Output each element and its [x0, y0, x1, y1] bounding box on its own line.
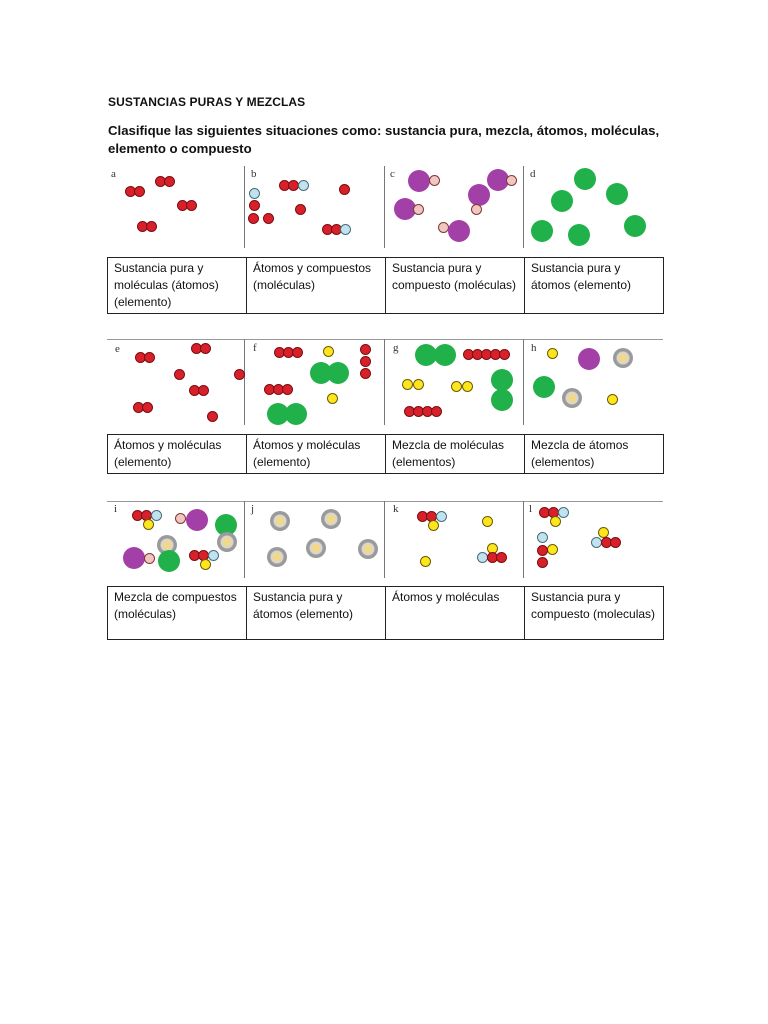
atom-b-blue — [249, 188, 260, 199]
answer-e: Átomos y moléculas (elemento) — [107, 434, 247, 474]
atom-b-red — [248, 213, 259, 224]
answer-k: Átomos y moléculas — [385, 586, 525, 640]
atom-d-green — [568, 224, 590, 246]
atom-b-red — [295, 204, 306, 215]
answers-table-row-2: Átomos y moléculas (elemento) Átomos y m… — [107, 434, 664, 474]
answer-d: Sustancia pura y átomos (elemento) — [524, 257, 664, 314]
panel-letter-f: f — [253, 342, 257, 354]
atom-h-gray — [613, 348, 633, 368]
atom-b-red — [249, 200, 260, 211]
atom-h-gray — [562, 388, 582, 408]
answer-i: Mezcla de compuestos (moléculas) — [107, 586, 247, 640]
figure-row-2: e f g h — [107, 339, 663, 425]
atom-h-yellow — [547, 348, 558, 359]
panel-letter-b: b — [251, 168, 257, 180]
atom-e-red — [207, 411, 218, 422]
instructions-text: Clasifique las siguientes situaciones co… — [108, 123, 660, 156]
answer-j: Sustancia pura y átomos (elemento) — [246, 586, 386, 640]
panel-letter-i: i — [114, 503, 118, 515]
atom-k-yellow — [482, 516, 493, 527]
panel-letter-g: g — [393, 342, 399, 354]
answer-f: Átomos y moléculas (elemento) — [246, 434, 386, 474]
panel-letter-a: a — [111, 168, 116, 180]
panel-letter-k: k — [393, 503, 399, 515]
page-title: SUSTANCIAS PURAS Y MEZCLAS — [108, 95, 306, 109]
table-row: Mezcla de compuestos (moléculas) Sustanc… — [107, 586, 664, 640]
atom-e-red — [174, 369, 185, 380]
atom-j-gray — [321, 509, 341, 529]
answer-h: Mezcla de átomos (elementos) — [524, 434, 664, 474]
panel-letter-e: e — [115, 343, 120, 355]
atom-k-yellow — [420, 556, 431, 567]
atom-f-yellow — [327, 393, 338, 404]
atom-d-green — [531, 220, 553, 242]
panel-letter-l: l — [529, 503, 533, 515]
atom-i-green — [158, 550, 180, 572]
atom-d-green — [606, 183, 628, 205]
atom-d-green — [551, 190, 573, 212]
atom-j-gray — [267, 547, 287, 567]
atom-b-red — [339, 184, 350, 195]
panel-letter-h: h — [531, 342, 537, 354]
table-row: Átomos y moléculas (elemento) Átomos y m… — [107, 434, 664, 474]
atom-d-green — [624, 215, 646, 237]
atom-j-gray — [270, 511, 290, 531]
figure-row-1: a b c d — [107, 166, 663, 248]
answer-c: Sustancia pura y compuesto (moléculas) — [385, 257, 525, 314]
atom-h-purple — [578, 348, 600, 370]
atom-i-gray — [217, 532, 237, 552]
atom-h-green — [533, 376, 555, 398]
answers-table-row-3: Mezcla de compuestos (moléculas) Sustanc… — [107, 586, 664, 640]
atom-j-gray — [358, 539, 378, 559]
atom-h-yellow — [607, 394, 618, 405]
answer-g: Mezcla de moléculas (elementos) — [385, 434, 525, 474]
panel-letter-d: d — [530, 168, 536, 180]
atom-j-gray — [306, 538, 326, 558]
atom-b-red — [263, 213, 274, 224]
panel-letter-c: c — [390, 168, 395, 180]
figure-row-3: i j k l — [107, 501, 663, 578]
answer-a: Sustancia pura y moléculas (átomos) (ele… — [107, 257, 247, 314]
table-row: Sustancia pura y moléculas (átomos) (ele… — [107, 257, 664, 314]
answers-table-row-1: Sustancia pura y moléculas (átomos) (ele… — [107, 257, 664, 314]
atom-e-red — [234, 369, 245, 380]
answer-b: Átomos y compuestos (moléculas) — [246, 257, 386, 314]
answer-l: Sustancia pura y compuesto (moleculas) — [524, 586, 664, 640]
atom-d-green — [574, 168, 596, 190]
atom-f-yellow — [323, 346, 334, 357]
atom-i-green — [215, 514, 237, 536]
panel-letter-j: j — [251, 503, 255, 515]
